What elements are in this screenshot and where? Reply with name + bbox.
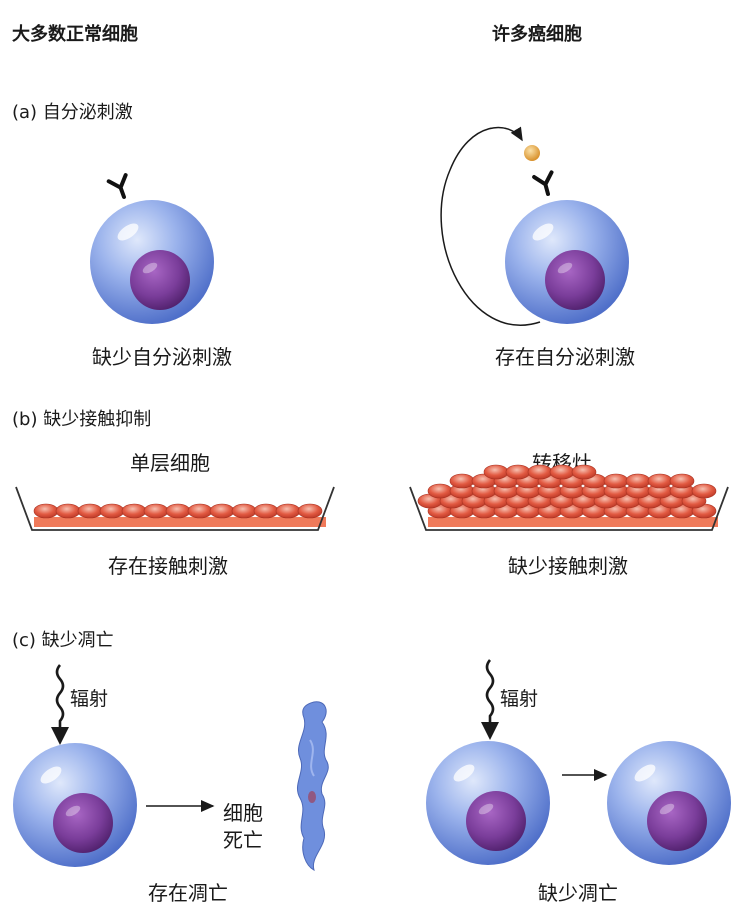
irradiated-normal-cell [13, 743, 137, 867]
dish-cell [77, 503, 103, 519]
dish-cell [647, 473, 673, 489]
radiation-label-right: 辐射 [500, 688, 539, 710]
section-c-normal-caption: 存在凋亡 [148, 881, 228, 905]
dish-cell [669, 473, 695, 489]
dish-cell [483, 464, 509, 480]
dish-cell [209, 503, 235, 519]
dish-cell [121, 503, 147, 519]
section-c-title: (c) 缺少凋亡 [12, 630, 114, 651]
dish-cell [297, 503, 323, 519]
radiation-arrow-right [481, 659, 499, 740]
cell-death-label-line2: 死亡 [223, 828, 263, 852]
monolayer-label: 单层细胞 [130, 451, 210, 475]
dish-cell [165, 503, 191, 519]
cancer-cell-a [505, 200, 629, 324]
dish-cell [253, 503, 279, 519]
monolayer-cells [33, 503, 323, 519]
dish-cell [33, 503, 59, 519]
section-a-title: (a) 自分泌刺激 [12, 102, 133, 123]
dish-cell [571, 464, 597, 480]
culture-dish-normal [15, 486, 335, 531]
dish-cell [99, 503, 125, 519]
header-normal-cells: 大多数正常细胞 [12, 24, 138, 45]
dish-cell [691, 483, 717, 499]
dish-cell [549, 464, 575, 480]
dish-cell [527, 464, 553, 480]
dish-cell [625, 473, 651, 489]
surviving-cancer-cell [607, 741, 731, 865]
header-cancer-cells: 许多癌细胞 [492, 24, 582, 45]
metastasis-cells [417, 464, 717, 519]
irradiated-cancer-cell [426, 741, 550, 865]
section-a-cancer-caption: 存在自分泌刺激 [495, 345, 635, 369]
section-b-cancer-caption: 缺少接触刺激 [508, 554, 628, 578]
dish-cell [603, 473, 629, 489]
cell-death-label-line1: 细胞 [223, 801, 263, 825]
section-a-normal-caption: 缺少自分泌刺激 [92, 345, 232, 369]
dish-cell [505, 464, 531, 480]
dish-cell [427, 483, 453, 499]
normal-cell-a [90, 200, 214, 324]
section-b-title: (b) 缺少接触抑制 [12, 409, 152, 430]
autocrine-loop-arrow [440, 126, 541, 326]
dish-cell [231, 503, 257, 519]
dish-cell [187, 503, 213, 519]
dead-cell-fragment [296, 701, 329, 871]
dish-cell [55, 503, 81, 519]
radiation-label-left: 辐射 [70, 688, 109, 710]
section-b-normal-caption: 存在接触刺激 [108, 554, 228, 578]
dish-cell [275, 503, 301, 519]
receptor-icon-normal [106, 173, 135, 203]
section-c-cancer-caption: 缺少凋亡 [538, 881, 618, 905]
culture-dish-cancer [409, 486, 729, 531]
dish-cell [143, 503, 169, 519]
radiation-arrow-left [51, 664, 69, 745]
growth-factor-icon [524, 145, 540, 161]
dish-cell [449, 473, 475, 489]
receptor-icon-cancer [532, 170, 559, 199]
